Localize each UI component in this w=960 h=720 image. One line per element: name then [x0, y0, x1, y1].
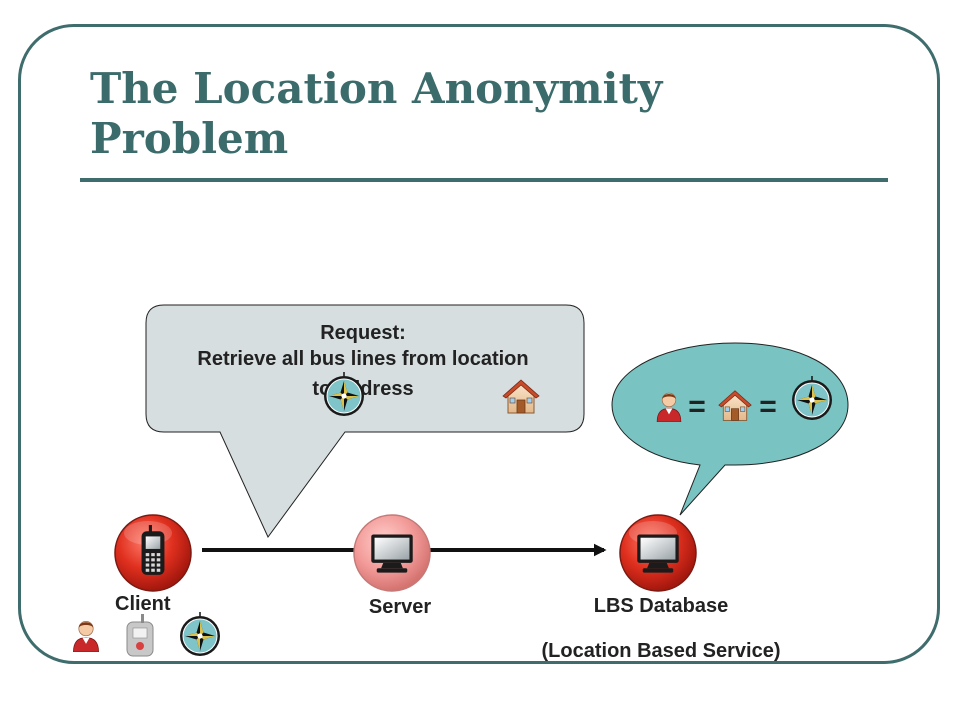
equals-sign-1: = — [688, 390, 706, 423]
compass-icon-client — [179, 611, 221, 657]
small-phone-icon — [126, 614, 154, 657]
mobile-phone-icon — [141, 525, 165, 575]
lbs-subtitle: (Location Based Service) — [542, 640, 781, 662]
person-icon-client — [72, 620, 100, 652]
slide-frame — [18, 24, 940, 664]
server-node — [353, 514, 431, 592]
title-rule — [80, 178, 888, 182]
request-bubble — [145, 304, 585, 538]
server-label: Server — [369, 596, 431, 618]
request-line-2: Retrieve all bus lines from location — [197, 348, 528, 370]
client-node — [114, 514, 192, 592]
request-line-1: Request: — [320, 322, 406, 344]
equals-sign-2: = — [759, 390, 777, 423]
lbs-node — [619, 514, 697, 592]
lbs-label: LBS Database — [594, 595, 729, 617]
lbs-bubble — [611, 342, 849, 516]
slide-title: The Location Anonymity Problem — [90, 64, 663, 163]
client-label: Client — [115, 593, 171, 615]
